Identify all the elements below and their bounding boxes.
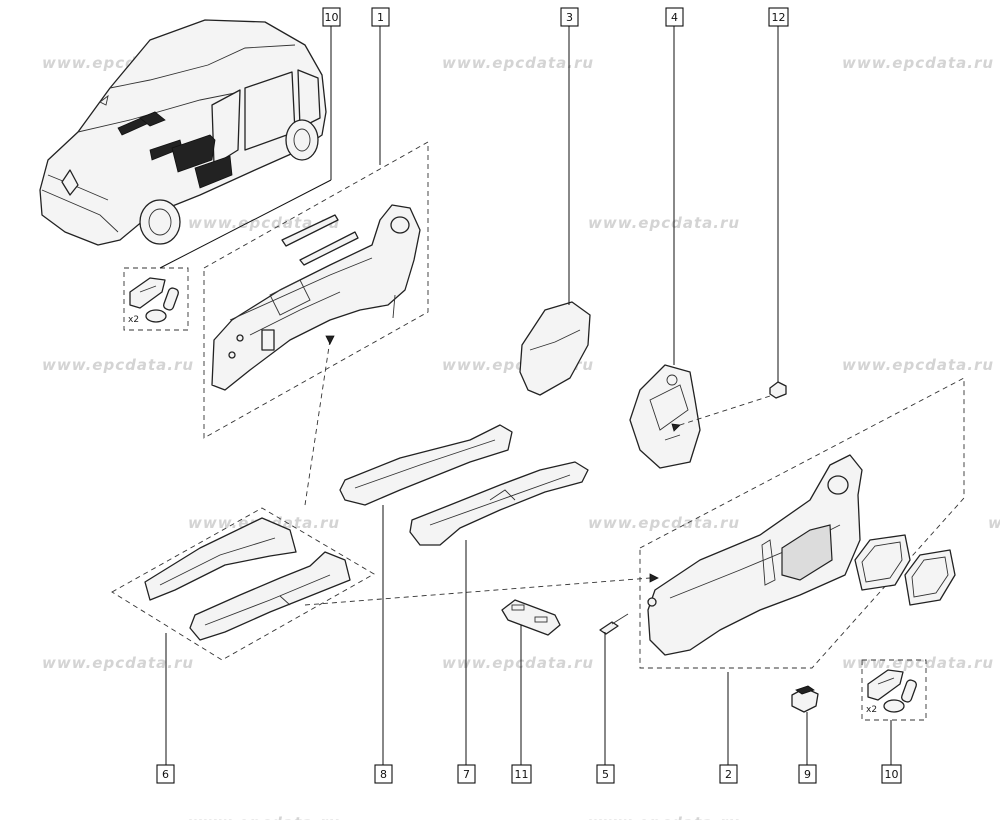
arrow-head [649,573,659,583]
part-8-trim [339,424,513,506]
watermark: www.epcdata.ru [588,814,740,820]
assembly-2 [639,377,965,669]
watermark: www.epcdata.ru [588,214,740,232]
callout-12: 12 [768,7,789,27]
watermark: www.epcdata.ru [842,54,994,72]
part-12-clip [769,381,787,399]
car-illustration [39,19,327,246]
callout-1: 1 [371,7,390,27]
watermark: www.epcdata.ru [42,654,194,672]
callout-7: 7 [457,764,476,784]
watermark: www.epcdata.ru [42,356,194,374]
callout-label: 6 [162,768,169,781]
watermark: www.epcdata.ru [188,814,340,820]
watermark: www.epcdata.ru [988,514,1000,532]
callout-3: 3 [560,7,579,27]
callout-label: 5 [602,768,609,781]
watermark: www.epcdata.ru [842,654,994,672]
callout-11: 11 [511,764,532,784]
watermark: www.epcdata.ru [842,356,994,374]
callout-4: 4 [665,7,684,27]
callout-label: 7 [463,768,470,781]
arrow-head [671,423,681,432]
switch-set-bottom: x2 [861,659,927,721]
callout-6: 6 [156,764,175,784]
arrow-head [325,335,335,345]
callout-9: 9 [798,764,817,784]
watermark: www.epcdata.ru [588,514,740,532]
callout-label: 11 [515,768,529,781]
multiplier-label: x2 [128,315,139,325]
part-11-switch [501,599,561,636]
callout-label: 2 [725,768,732,781]
callout-10-bottom: 10 [881,764,902,784]
callout-label: 12 [772,11,786,24]
watermark: www.epcdata.ru [442,54,594,72]
callout-label: 10 [325,11,339,24]
assembly-6 [111,507,375,661]
watermark: www.epcdata.ru [188,214,340,232]
callout-2: 2 [719,764,738,784]
callout-label: 9 [804,768,811,781]
callout-label: 8 [380,768,387,781]
callout-label: 3 [566,11,573,24]
leader-lines [159,26,892,765]
part-5-screw [599,613,629,635]
part-9-clip [791,685,819,713]
callout-8: 8 [374,764,393,784]
switch-set-top: x2 [123,267,189,331]
multiplier-label: x2 [866,705,877,715]
part-7-trim [409,461,589,546]
callout-label: 10 [885,768,899,781]
callout-label: 4 [671,11,678,24]
assembly-1 [203,141,429,439]
part-4-bracket [629,364,701,469]
callout-5: 5 [596,764,615,784]
callout-label: 1 [377,11,384,24]
watermark: www.epcdata.ru [442,654,594,672]
callout-10-top: 10 [322,7,341,27]
part-3-cushion [519,301,591,396]
